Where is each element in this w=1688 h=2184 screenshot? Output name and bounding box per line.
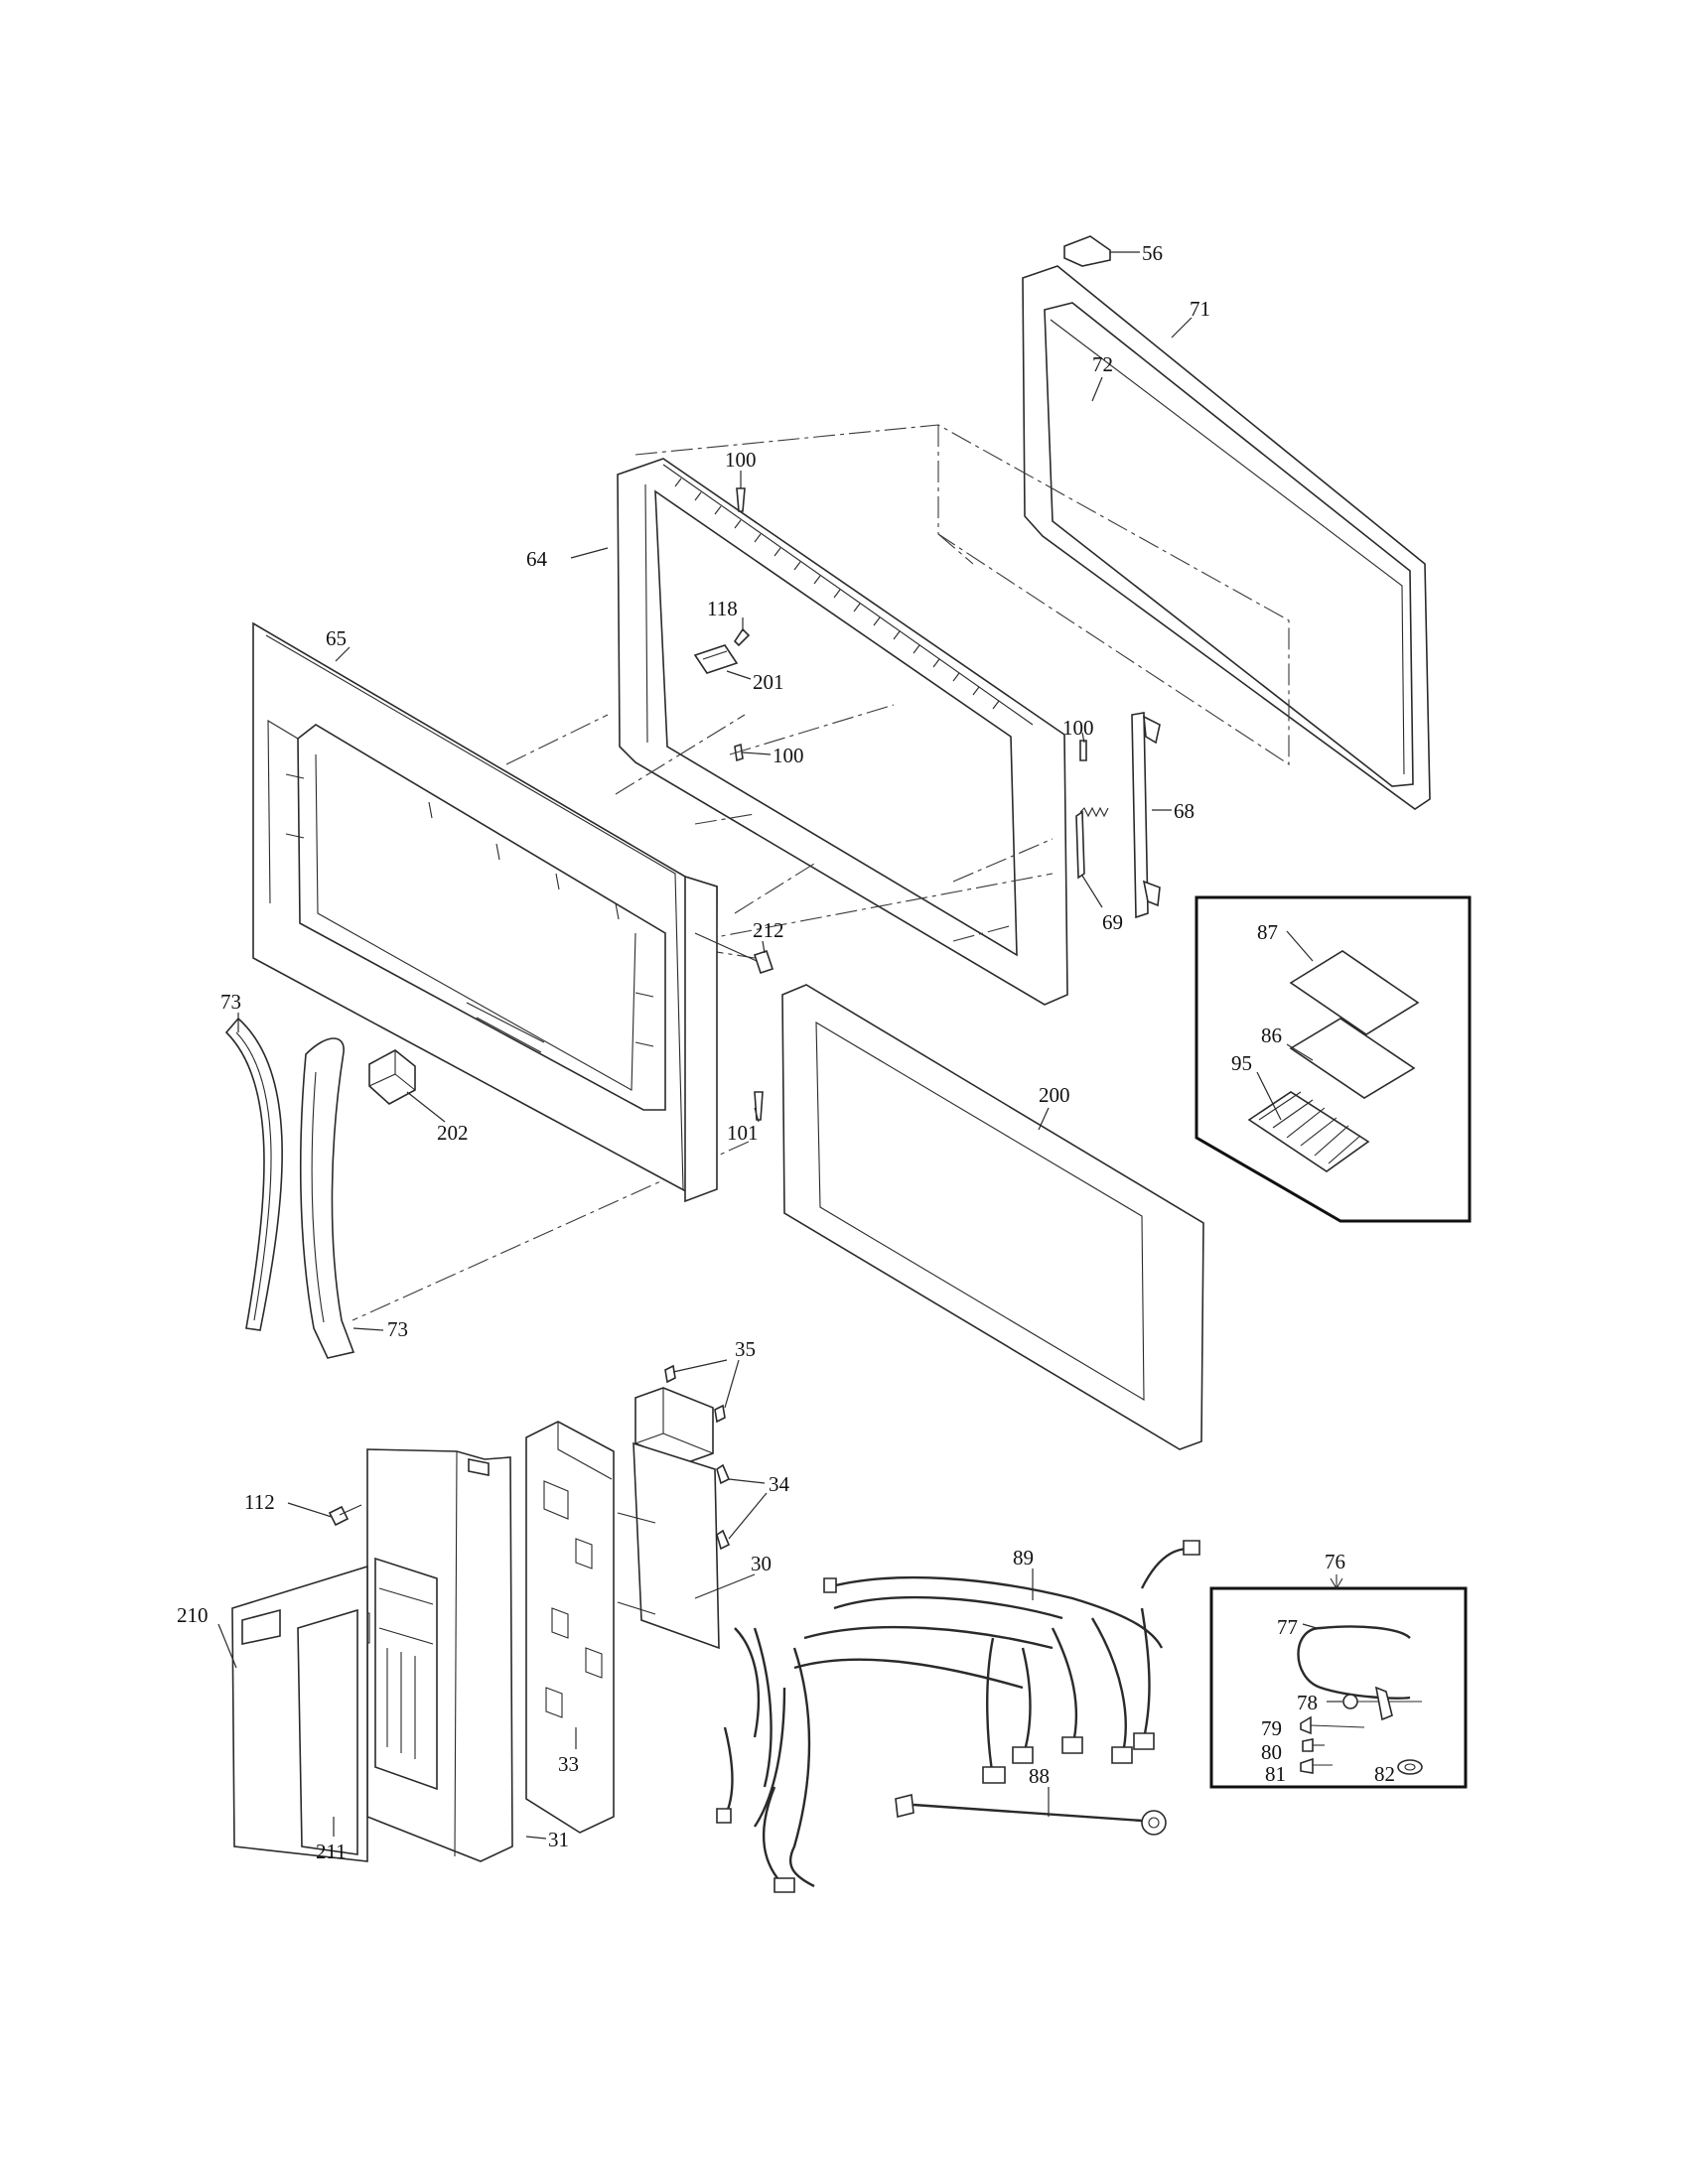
part-211-panel-film xyxy=(297,1608,358,1855)
part-65-outer-door xyxy=(252,621,718,1203)
callout-95: 95 xyxy=(1231,1051,1252,1075)
callout-89: 89 xyxy=(1013,1546,1034,1570)
part-31-panel-housing xyxy=(357,1448,513,1862)
part-68-hinge xyxy=(1131,712,1161,919)
callout-73-left: 73 xyxy=(220,990,241,1014)
callout-87: 87 xyxy=(1257,920,1278,944)
part-81-screw xyxy=(1300,1757,1333,1774)
callout-82: 82 xyxy=(1374,1762,1395,1786)
callout-88: 88 xyxy=(1029,1764,1050,1788)
callout-30: 30 xyxy=(751,1552,772,1575)
callout-56: 56 xyxy=(1142,241,1163,265)
part-212-switch xyxy=(694,932,774,975)
callout-211: 211 xyxy=(316,1840,347,1863)
part-73-handle-left xyxy=(224,1017,283,1331)
part-77-cord xyxy=(1297,1625,1411,1700)
callout-71: 71 xyxy=(1190,297,1210,321)
callout-76: 76 xyxy=(1325,1550,1345,1573)
callout-33: 33 xyxy=(558,1752,579,1776)
part-79-screw xyxy=(1300,1715,1365,1735)
callout-79: 79 xyxy=(1261,1716,1282,1740)
part-100-screw-mid xyxy=(734,743,744,762)
part-201-latch xyxy=(693,644,739,674)
part-78-toggle-bolt xyxy=(1342,1686,1422,1721)
part-100-screw-right xyxy=(1079,740,1087,761)
callout-31: 31 xyxy=(548,1828,569,1851)
callout-77: 77 xyxy=(1277,1615,1298,1639)
leader-lines xyxy=(217,251,1342,1840)
callout-86: 86 xyxy=(1261,1024,1282,1047)
callout-112: 112 xyxy=(244,1490,275,1514)
inset-hardware-box xyxy=(1209,1574,1468,1789)
part-56-clip xyxy=(1063,235,1111,267)
part-80-screw xyxy=(1302,1738,1325,1752)
callout-202: 202 xyxy=(437,1121,469,1145)
callout-81: 81 xyxy=(1265,1762,1286,1786)
callout-68: 68 xyxy=(1174,799,1195,823)
callout-100-right: 100 xyxy=(1062,716,1094,740)
callout-100-top: 100 xyxy=(725,448,757,472)
part-71-door-frame xyxy=(1022,265,1431,810)
part-101-screw xyxy=(754,1091,764,1121)
callout-212: 212 xyxy=(753,918,784,942)
callout-65: 65 xyxy=(326,626,347,650)
part-82-washer xyxy=(1397,1759,1423,1775)
inset-filters-box xyxy=(1195,895,1472,1223)
part-118-screw xyxy=(733,627,751,647)
part-112-screw xyxy=(328,1504,362,1527)
callout-201: 201 xyxy=(753,670,784,694)
callout-118: 118 xyxy=(707,597,738,620)
callout-34: 34 xyxy=(769,1472,790,1496)
part-89-wire-harness xyxy=(716,1540,1200,1893)
part-202-block xyxy=(368,1049,416,1105)
callout-72: 72 xyxy=(1092,352,1113,376)
callout-labels: 56 71 72 100 64 118 65 201 100 100 68 69… xyxy=(177,241,1395,1863)
callout-35: 35 xyxy=(735,1337,756,1361)
callout-64: 64 xyxy=(526,547,548,571)
callout-80: 80 xyxy=(1261,1740,1282,1764)
part-64-inner-frame xyxy=(617,458,1068,1006)
callout-100-mid: 100 xyxy=(773,744,804,767)
callout-210: 210 xyxy=(177,1603,209,1627)
part-100-screw-top xyxy=(736,487,746,512)
callout-200: 200 xyxy=(1039,1083,1070,1107)
part-73-handle-right xyxy=(299,1037,355,1359)
callout-101: 101 xyxy=(727,1121,759,1145)
part-200-glass xyxy=(781,984,1204,1450)
part-88-ground-wire xyxy=(895,1794,1167,1836)
part-33-bracket xyxy=(525,1421,615,1834)
callout-69: 69 xyxy=(1102,910,1123,934)
part-72-shield-panel xyxy=(634,424,1290,766)
callout-73-right: 73 xyxy=(387,1317,408,1341)
part-30-circuit-board xyxy=(617,1441,731,1650)
callout-78: 78 xyxy=(1297,1691,1318,1714)
part-69-spring xyxy=(1075,806,1109,880)
